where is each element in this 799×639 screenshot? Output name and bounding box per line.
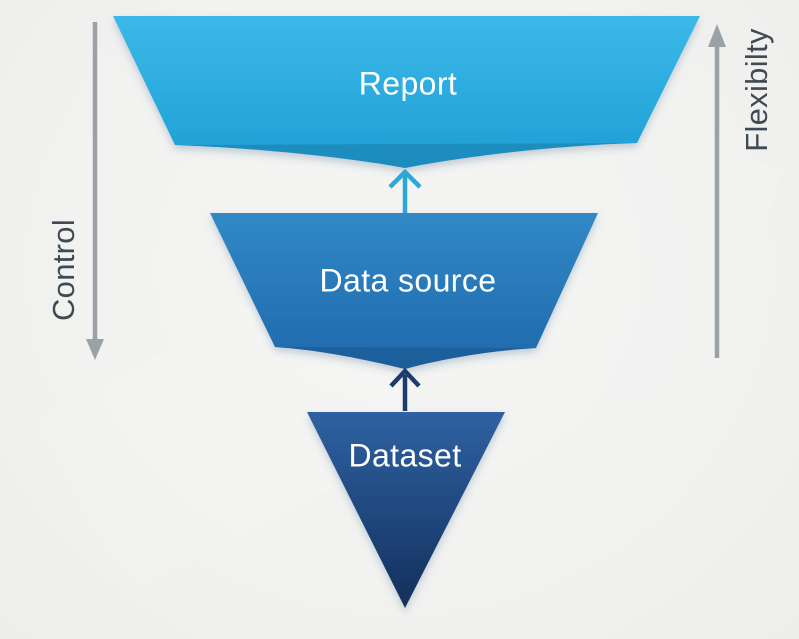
control-axis-arrow-icon (86, 22, 104, 360)
datasource-bottom-shade (275, 347, 536, 369)
report-bottom-shade (175, 143, 637, 168)
flexibility-axis-arrow-icon (708, 24, 726, 358)
datasource-shape (210, 213, 598, 369)
report-shape (113, 16, 700, 168)
arrow-up-to-report-icon (388, 168, 422, 213)
dataset-shape (307, 412, 505, 608)
arrow-up-to-datasource-icon (389, 367, 421, 411)
